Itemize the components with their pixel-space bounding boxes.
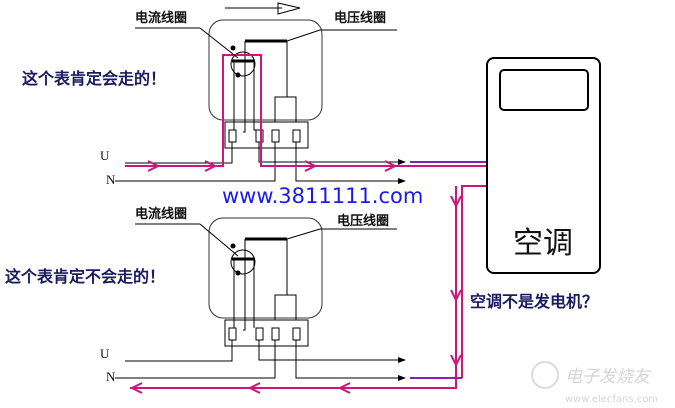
- voltage-coil-label: 电压线圈: [337, 213, 389, 229]
- neutral-label: N: [106, 369, 116, 384]
- meter-bottom: 电流线圈 电压线圈 这个表肯定不会走的！ U N: [5, 206, 406, 384]
- current-coil-label: 电流线圈: [135, 206, 187, 222]
- display-panel: [499, 69, 589, 111]
- current-coil-label: 电流线圈: [135, 10, 187, 26]
- appliance-label: 空调: [513, 226, 573, 261]
- return-flow-path: [130, 186, 457, 389]
- voltage-coil-label: 电压线圈: [334, 10, 386, 26]
- watermark-url: www.elecfans.com: [565, 394, 658, 405]
- watermark-logo-icon: [531, 361, 559, 389]
- meter-top: 电流线圈 电压线圈 这个表肯定会走的！ U N: [22, 2, 491, 378]
- meter-body: [208, 19, 323, 121]
- watermark: 电子发烧友 www.elecfans.com: [531, 361, 658, 405]
- terminal-block: [224, 319, 309, 347]
- meter-note: 这个表肯定不会走的！: [5, 267, 165, 286]
- rotation-arrow-head-icon: [277, 2, 301, 15]
- appliance-question: 空调不是发电机？: [470, 292, 598, 311]
- meter-note: 这个表肯定会走的！: [22, 69, 166, 88]
- overlay-url: www.3811111.com: [222, 184, 423, 208]
- current-flow-path: [125, 54, 491, 378]
- air-conditioner: 空调: [486, 57, 601, 274]
- neutral-label: N: [106, 172, 116, 187]
- watermark-brand: 电子发烧友: [565, 367, 652, 387]
- meter-body: [208, 217, 323, 319]
- phase-label: U: [100, 148, 110, 163]
- phase-label: U: [100, 346, 110, 361]
- terminal-block: [224, 121, 309, 149]
